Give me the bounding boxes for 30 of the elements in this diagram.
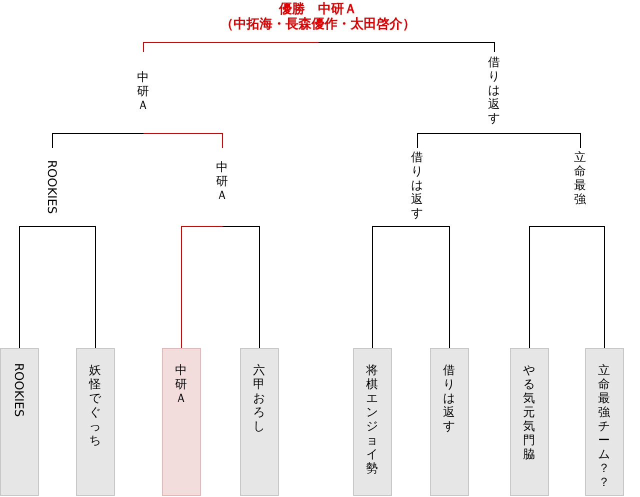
bracket-line	[52, 226, 96, 348]
winner-title: 優勝 中研Ａ	[279, 2, 357, 17]
team-name: 立命最強チーム？？	[598, 363, 610, 489]
team-name: 中研Ａ	[175, 363, 187, 405]
team-name: 妖怪でぐっち	[89, 363, 101, 447]
team-label: 立命最強	[574, 150, 586, 206]
team-label: ROOKIES	[45, 160, 59, 214]
bracket-line	[372, 226, 418, 348]
team-name: ROOKIES	[12, 363, 26, 417]
team-name: 六甲おろし	[253, 363, 265, 433]
team-name: やる気元気門脇	[523, 363, 535, 461]
bracket-line	[580, 226, 605, 348]
team-name: 借りは返す	[443, 363, 455, 433]
bracket-line	[494, 133, 581, 148]
bracket-line	[19, 226, 53, 348]
bracket-line	[222, 226, 260, 348]
bracket-line	[143, 133, 223, 148]
team-members: （中拓海・長森優作・太田啓介）	[220, 17, 416, 32]
team-name: 将棋エンジョイ勢	[366, 363, 378, 475]
bracket-line	[143, 42, 319, 52]
team-label: 中研Ａ	[216, 160, 228, 202]
bracket-line	[181, 226, 223, 348]
team-label: 中研Ａ	[137, 70, 149, 112]
bracket-line	[529, 226, 581, 348]
bracket-line	[417, 133, 495, 148]
bracket-line	[417, 226, 450, 348]
bracket-line	[52, 133, 144, 148]
bracket-line	[318, 42, 495, 52]
team-label: 借りは返す	[411, 150, 423, 220]
team-label: 借りは返す	[488, 55, 500, 125]
